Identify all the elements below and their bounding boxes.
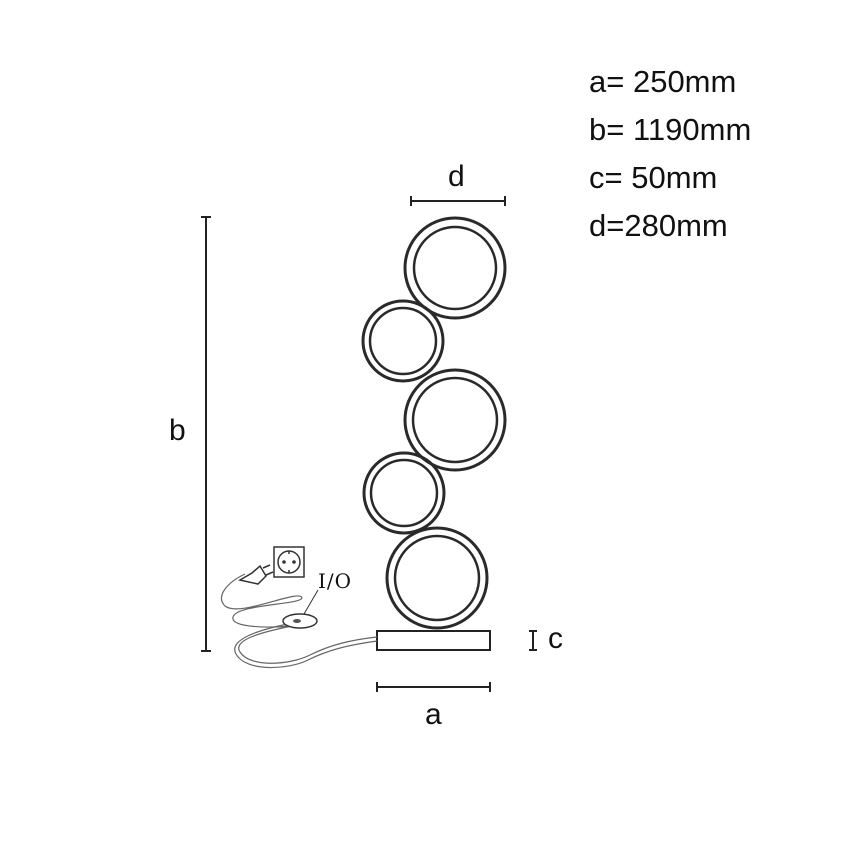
ring-upper-left (361, 299, 445, 383)
ring-middle (403, 368, 507, 472)
label-d: d (448, 160, 465, 193)
dimension-a-value: a= 250mm (589, 64, 737, 99)
ring-lower-left (362, 451, 446, 535)
dimension-line-c (529, 630, 537, 651)
power-cord (220, 573, 378, 669)
ring-top (403, 216, 507, 320)
inline-switch-icon (282, 589, 319, 629)
dimension-d-value: d=280mm (589, 208, 728, 243)
plug-icon (237, 564, 274, 585)
dimension-b-value: b= 1190mm (589, 112, 752, 147)
dimension-list: a= 250mm b= 1190mm c= 50mm d=280mm (589, 58, 751, 250)
label-c: c (548, 622, 563, 655)
label-switch: I/O (318, 569, 352, 593)
dimension-line-b (201, 216, 211, 652)
lamp-rings (361, 216, 507, 630)
lamp-base (376, 630, 491, 651)
label-a: a (425, 698, 442, 731)
dimension-line-a (376, 682, 491, 692)
ring-bottom (385, 526, 489, 630)
dimension-line-d (410, 196, 506, 206)
label-b: b (169, 414, 186, 447)
dimension-c-value: c= 50mm (589, 160, 718, 195)
power-socket-icon (273, 546, 305, 578)
